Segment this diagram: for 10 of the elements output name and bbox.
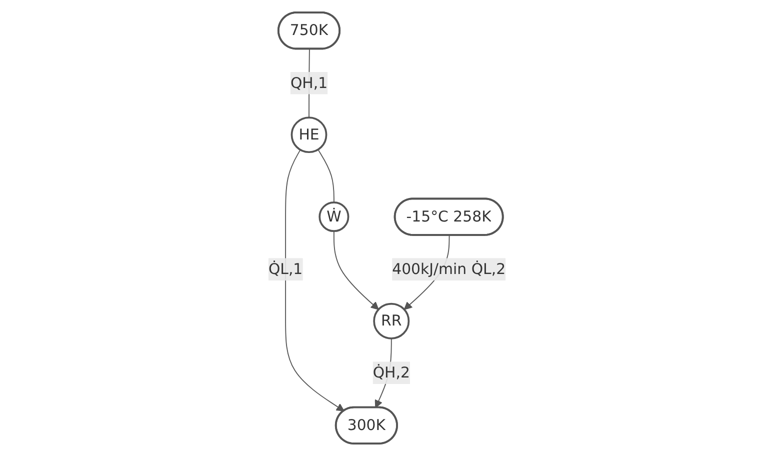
edge-label: Q̇L,1: [268, 260, 302, 278]
edge-label: QH,1: [290, 74, 328, 92]
node-circle: Ẇ: [318, 202, 349, 232]
arrow: [284, 149, 344, 412]
arrow: [332, 230, 378, 310]
node-circle: HE: [290, 116, 327, 154]
edge-label: Q̇H,2: [372, 364, 410, 382]
edge-label: 400kJ/min Q̇L,2: [392, 260, 506, 278]
node-circle: RR: [372, 302, 410, 340]
connector: [317, 149, 334, 203]
